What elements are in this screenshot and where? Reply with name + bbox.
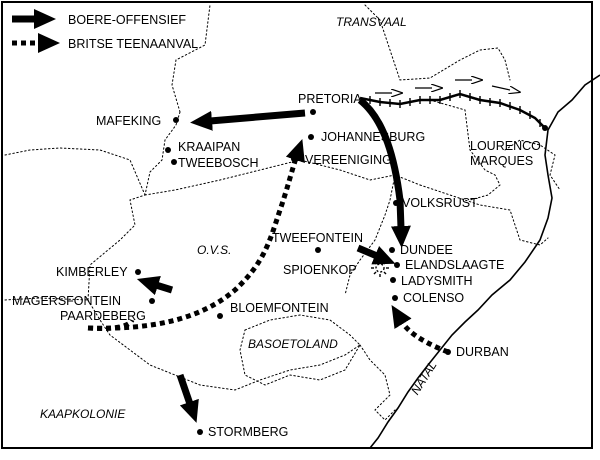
town-dot-dundee <box>389 247 395 253</box>
town-label-paardeberg: PAARDEBERG <box>60 309 146 323</box>
town-dot-vereeniging <box>291 156 297 162</box>
border-natal-west <box>359 344 396 421</box>
town-dot-ladysmith <box>390 277 396 283</box>
region-labels: TRANSVAAL O.V.S. BASOETOLAND NATAL KAAPK… <box>40 15 440 421</box>
coastline <box>369 74 600 449</box>
town-label-mafeking: MAFEKING <box>96 114 161 128</box>
town-dot-lourenco <box>542 125 548 131</box>
town-label-colenso: COLENSO <box>403 291 464 305</box>
town-dot-volksrust <box>393 200 399 206</box>
town-dot-bloemfontein <box>217 313 223 319</box>
town-dot-pretoria <box>310 109 316 115</box>
town-dot-elandslaagte <box>394 262 400 268</box>
town-label-lourenco-1: LOURENCO <box>470 139 541 153</box>
boer-arrow-pretoria-mafeking <box>190 109 306 131</box>
town-label-tweefontein: TWEEFONTEIN <box>272 231 363 245</box>
town-label-elandslaagte: ELANDSLAAGTE <box>405 258 504 272</box>
railway-ties <box>369 90 541 127</box>
town-dot-colenso <box>392 295 398 301</box>
railway-direction-arrows <box>375 80 510 93</box>
town-label-stormberg: STORMBERG <box>208 425 288 439</box>
border-ovs-south <box>87 299 361 391</box>
town-dot-mafeking <box>173 117 179 123</box>
map-frame <box>1 1 593 449</box>
town-dot-durban <box>445 349 451 355</box>
border-lourenco-west <box>429 99 501 201</box>
border-basotoland <box>239 314 361 386</box>
town-label-durban: DURBAN <box>456 345 509 359</box>
border-north-west <box>4 147 146 196</box>
boer-arrow-kimberley <box>136 276 174 296</box>
town-label-johannesburg: JOHANNESBURG <box>321 130 425 144</box>
town-label-dundee: DUNDEE <box>400 243 453 257</box>
region-label-natal: NATAL <box>408 358 439 397</box>
legend-boer-label: BOERE-OFFENSIEF <box>68 13 186 27</box>
town-label-kraaipan: KRAAIPAN <box>178 140 240 154</box>
legend-british-label: BRITSE TEENAANVAL <box>68 37 198 51</box>
boer-arrows <box>136 97 411 423</box>
region-label-ovs: O.V.S. <box>197 243 231 257</box>
border-kaap-west <box>4 297 89 301</box>
borders <box>4 4 561 421</box>
region-label-basotoland: BASOETOLAND <box>248 337 338 351</box>
border-ovs-east <box>344 174 396 296</box>
railway-line <box>359 92 546 129</box>
border-transvaal-north <box>171 4 211 113</box>
boer-arrow-stormberg <box>176 373 199 423</box>
british-arrow-durban-colenso <box>391 304 449 355</box>
spioenkop-burst-icon <box>371 259 389 277</box>
town-dot-kraaipan <box>165 147 171 153</box>
british-arrows <box>87 139 449 355</box>
legend: BOERE-OFFENSIEF BRITSE TEENAANVAL <box>12 9 198 53</box>
town-label-ladysmith: LADYSMITH <box>401 274 473 288</box>
town-dot-stormberg <box>197 429 203 435</box>
town-label-magersfontein: MAGERSFONTEIN <box>12 294 121 308</box>
region-label-kaapkolonie: KAAPKOLONIE <box>40 407 126 421</box>
town-label-lourenco-2: MARQUES <box>470 154 533 168</box>
boer-arrow-tweefontein-elandslaagte <box>356 244 396 265</box>
railway <box>359 80 546 129</box>
border-transvaal-east <box>364 4 511 81</box>
town-label-tweebosch: TWEEBOSCH <box>178 156 259 170</box>
town-label-vereeniging: VEREENIGING <box>305 153 392 167</box>
town-label-spioenkop: SPIOENKOP <box>283 263 357 277</box>
town-label-pretoria: PRETORIA <box>298 92 362 106</box>
british-arrow-west-to-pretoria <box>87 139 305 331</box>
town-dot-tweebosch <box>171 159 177 165</box>
town-dot-tweefontein <box>315 247 321 253</box>
town-dot-johannesburg <box>308 134 314 140</box>
town-dots <box>135 109 548 435</box>
border-natal-north <box>419 184 549 246</box>
town-labels: PRETORIA MAFEKING KRAAIPAN TWEEBOSCH JOH… <box>12 92 541 439</box>
region-label-transvaal: TRANSVAAL <box>336 15 407 29</box>
town-label-volksrust: VOLKSRUST <box>402 196 478 210</box>
border-swaziland <box>504 139 561 191</box>
town-label-kimberley: KIMBERLEY <box>56 265 128 279</box>
border-ovs-north <box>144 159 421 196</box>
town-dot-magersfontein <box>149 298 155 304</box>
boer-arrow-pretoria-dundee <box>357 97 411 248</box>
town-dot-kimberley <box>135 269 141 275</box>
town-label-bloemfontein: BLOEMFONTEIN <box>230 301 329 315</box>
